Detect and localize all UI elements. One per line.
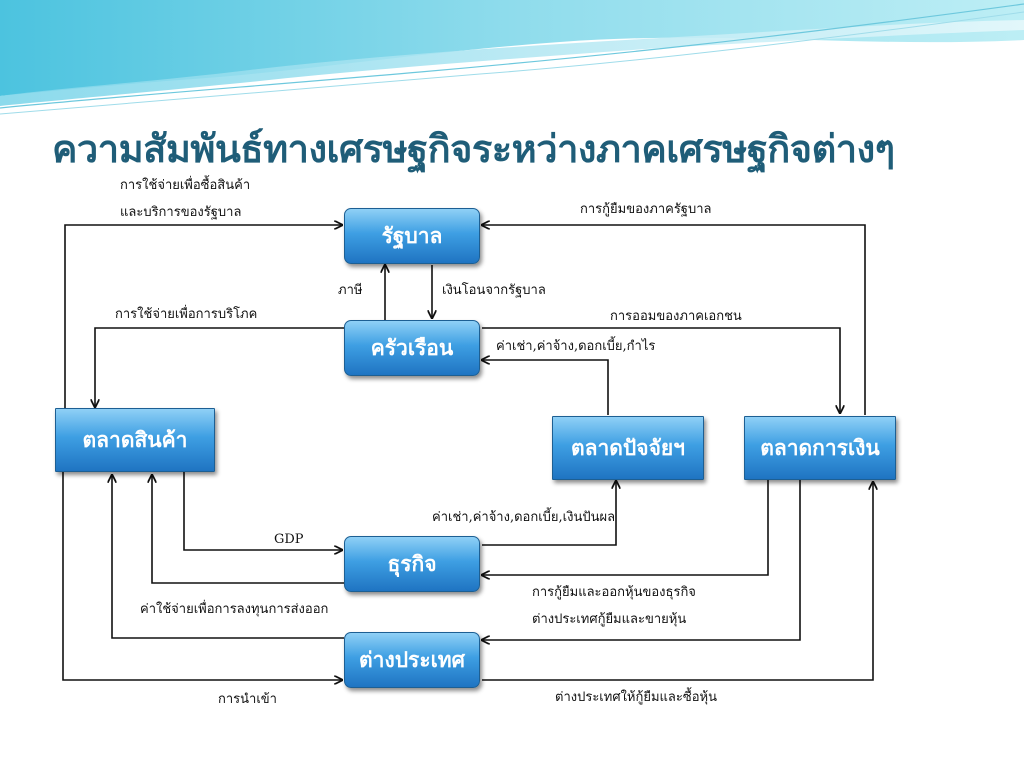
label-import: การนำเข้า bbox=[218, 692, 277, 707]
arrow-gov-borrowing bbox=[482, 225, 866, 415]
arrow-export bbox=[112, 475, 344, 639]
node-government: รัฐบาล bbox=[344, 208, 480, 264]
arrow-investment bbox=[152, 475, 344, 584]
node-goods-market: ตลาดสินค้า bbox=[55, 408, 215, 472]
label-factor-income-household: ค่าเช่า,ค่าจ้าง,ดอกเบี้ย,กำไร bbox=[496, 339, 656, 354]
arrow-factor-income bbox=[482, 360, 609, 415]
node-foreign: ต่างประเทศ bbox=[344, 632, 480, 688]
label-factor-payment-business: ค่าเช่า,ค่าจ้าง,ดอกเบี้ย,เงินปันผล bbox=[432, 510, 616, 525]
arrow-foreign-borrow bbox=[482, 480, 801, 640]
label-gov-spending-2: และบริการของรัฐบาล bbox=[120, 205, 242, 220]
header-wave-decoration bbox=[0, 0, 1024, 115]
arrow-consumption bbox=[95, 327, 344, 407]
node-factor-market: ตลาดปัจจัยฯ bbox=[552, 416, 704, 480]
node-business: ธุรกิจ bbox=[344, 536, 480, 592]
label-investment-export: ค่าใช้จ่ายเพื่อการลงทุนการส่งออก bbox=[140, 602, 329, 617]
page-title: ความสัมพันธ์ทางเศรษฐกิจระหว่างภาคเศรษฐกิ… bbox=[52, 126, 895, 171]
label-business-finance-1: การกู้ยืมและออกหุ้นของธุรกิจ bbox=[532, 585, 696, 600]
arrow-foreign-lending bbox=[482, 482, 873, 681]
node-household: ครัวเรือน bbox=[344, 320, 480, 376]
label-gdp: GDP bbox=[274, 532, 304, 547]
label-gov-borrowing: การกู้ยืมของภาครัฐบาล bbox=[580, 202, 712, 217]
label-business-finance-2: ต่างประเทศกู้ยืมและขายหุ้น bbox=[532, 612, 687, 627]
node-financial-market: ตลาดการเงิน bbox=[744, 416, 896, 480]
label-transfer: เงินโอนจากรัฐบาล bbox=[442, 283, 546, 298]
arrow-factor-payment bbox=[482, 481, 616, 546]
label-foreign-lending: ต่างประเทศให้กู้ยืมและซื้อหุ้น bbox=[555, 690, 717, 705]
label-private-saving: การออมของภาคเอกชน bbox=[610, 309, 742, 324]
arrow-gdp bbox=[183, 472, 342, 550]
arrow-private-saving bbox=[482, 327, 840, 413]
arrow-business-finance bbox=[482, 480, 769, 575]
arrow-import bbox=[62, 472, 342, 680]
label-consumption: การใช้จ่ายเพื่อการบริโภค bbox=[115, 307, 258, 322]
label-gov-spending-1: การใช้จ่ายเพื่อซื้อสินค้า bbox=[120, 178, 251, 193]
arrow-gov-spending bbox=[64, 225, 342, 410]
label-tax: ภาษี bbox=[338, 283, 363, 298]
